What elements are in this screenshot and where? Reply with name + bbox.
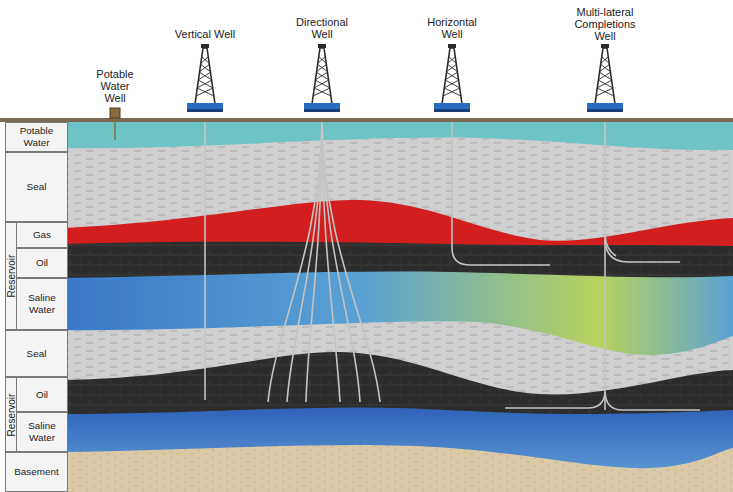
basement-layer — [60, 445, 733, 492]
rigs — [110, 44, 623, 140]
potable-water-layer — [60, 122, 733, 492]
layer-label: Saline Water — [17, 292, 67, 316]
layer-label: Oil — [17, 257, 67, 269]
directional-bore — [322, 122, 360, 402]
derrick — [304, 44, 340, 112]
lateral-branch — [505, 392, 605, 408]
stratum-band: Gas — [17, 222, 68, 248]
directional-bore — [306, 122, 322, 402]
layer-label: Gas — [17, 229, 67, 241]
lateral-branch — [605, 235, 616, 256]
gas-layer — [60, 200, 733, 492]
derrick — [587, 44, 623, 112]
layer-label: Potable Water — [6, 125, 67, 149]
lateral-branch — [605, 240, 680, 262]
layer-label: Saline Water — [17, 420, 67, 444]
multilateral-bore — [604, 122, 606, 410]
horizontal-bore — [452, 122, 550, 265]
directional-bore — [322, 122, 380, 402]
reservoir-band: Reservoir — [5, 222, 17, 330]
layer-label: Seal — [6, 348, 67, 360]
well-label: Potable Water Well — [89, 68, 141, 104]
directional-bore — [268, 122, 322, 402]
stratum-band: Saline Water — [17, 278, 68, 330]
well-label: Vertical Well — [173, 28, 237, 40]
layer-label: Seal — [6, 181, 67, 193]
saline-water-layer — [60, 407, 733, 492]
water-well-bore — [114, 118, 115, 140]
rock-layers — [0, 118, 733, 492]
lateral-branch — [605, 392, 700, 410]
stratum-band: Seal — [5, 152, 68, 222]
well-label: Horizontal Well — [416, 16, 488, 40]
oil-layer — [60, 242, 733, 492]
vertical-bore — [204, 122, 206, 400]
stratum-band: Basement — [5, 452, 68, 492]
well-label: Directional Well — [286, 16, 358, 40]
ground-surface — [0, 118, 733, 122]
stratum-band: Potable Water — [5, 122, 68, 152]
layer-label: Basement — [6, 466, 67, 478]
well-bores — [205, 122, 700, 410]
seal-layer — [60, 138, 733, 492]
layer-label: Reservoir — [6, 393, 17, 436]
well-label: Multi-lateral Completions Well — [566, 6, 644, 42]
stratum-band: Oil — [17, 377, 68, 412]
layer-label: Oil — [17, 389, 67, 401]
stratum-band: Oil — [17, 248, 68, 278]
layer-label: Reservoir — [6, 255, 17, 298]
reservoir-band: Reservoir — [5, 377, 17, 452]
saline-water-layer — [60, 272, 733, 492]
water-well-head — [110, 108, 120, 118]
oil-layer — [60, 352, 733, 492]
stratum-band: Seal — [5, 330, 68, 377]
stratum-band: Saline Water — [17, 412, 68, 452]
derrick — [434, 44, 470, 112]
directional-bore — [287, 122, 322, 402]
seal-layer — [60, 321, 733, 492]
derrick — [187, 44, 223, 112]
